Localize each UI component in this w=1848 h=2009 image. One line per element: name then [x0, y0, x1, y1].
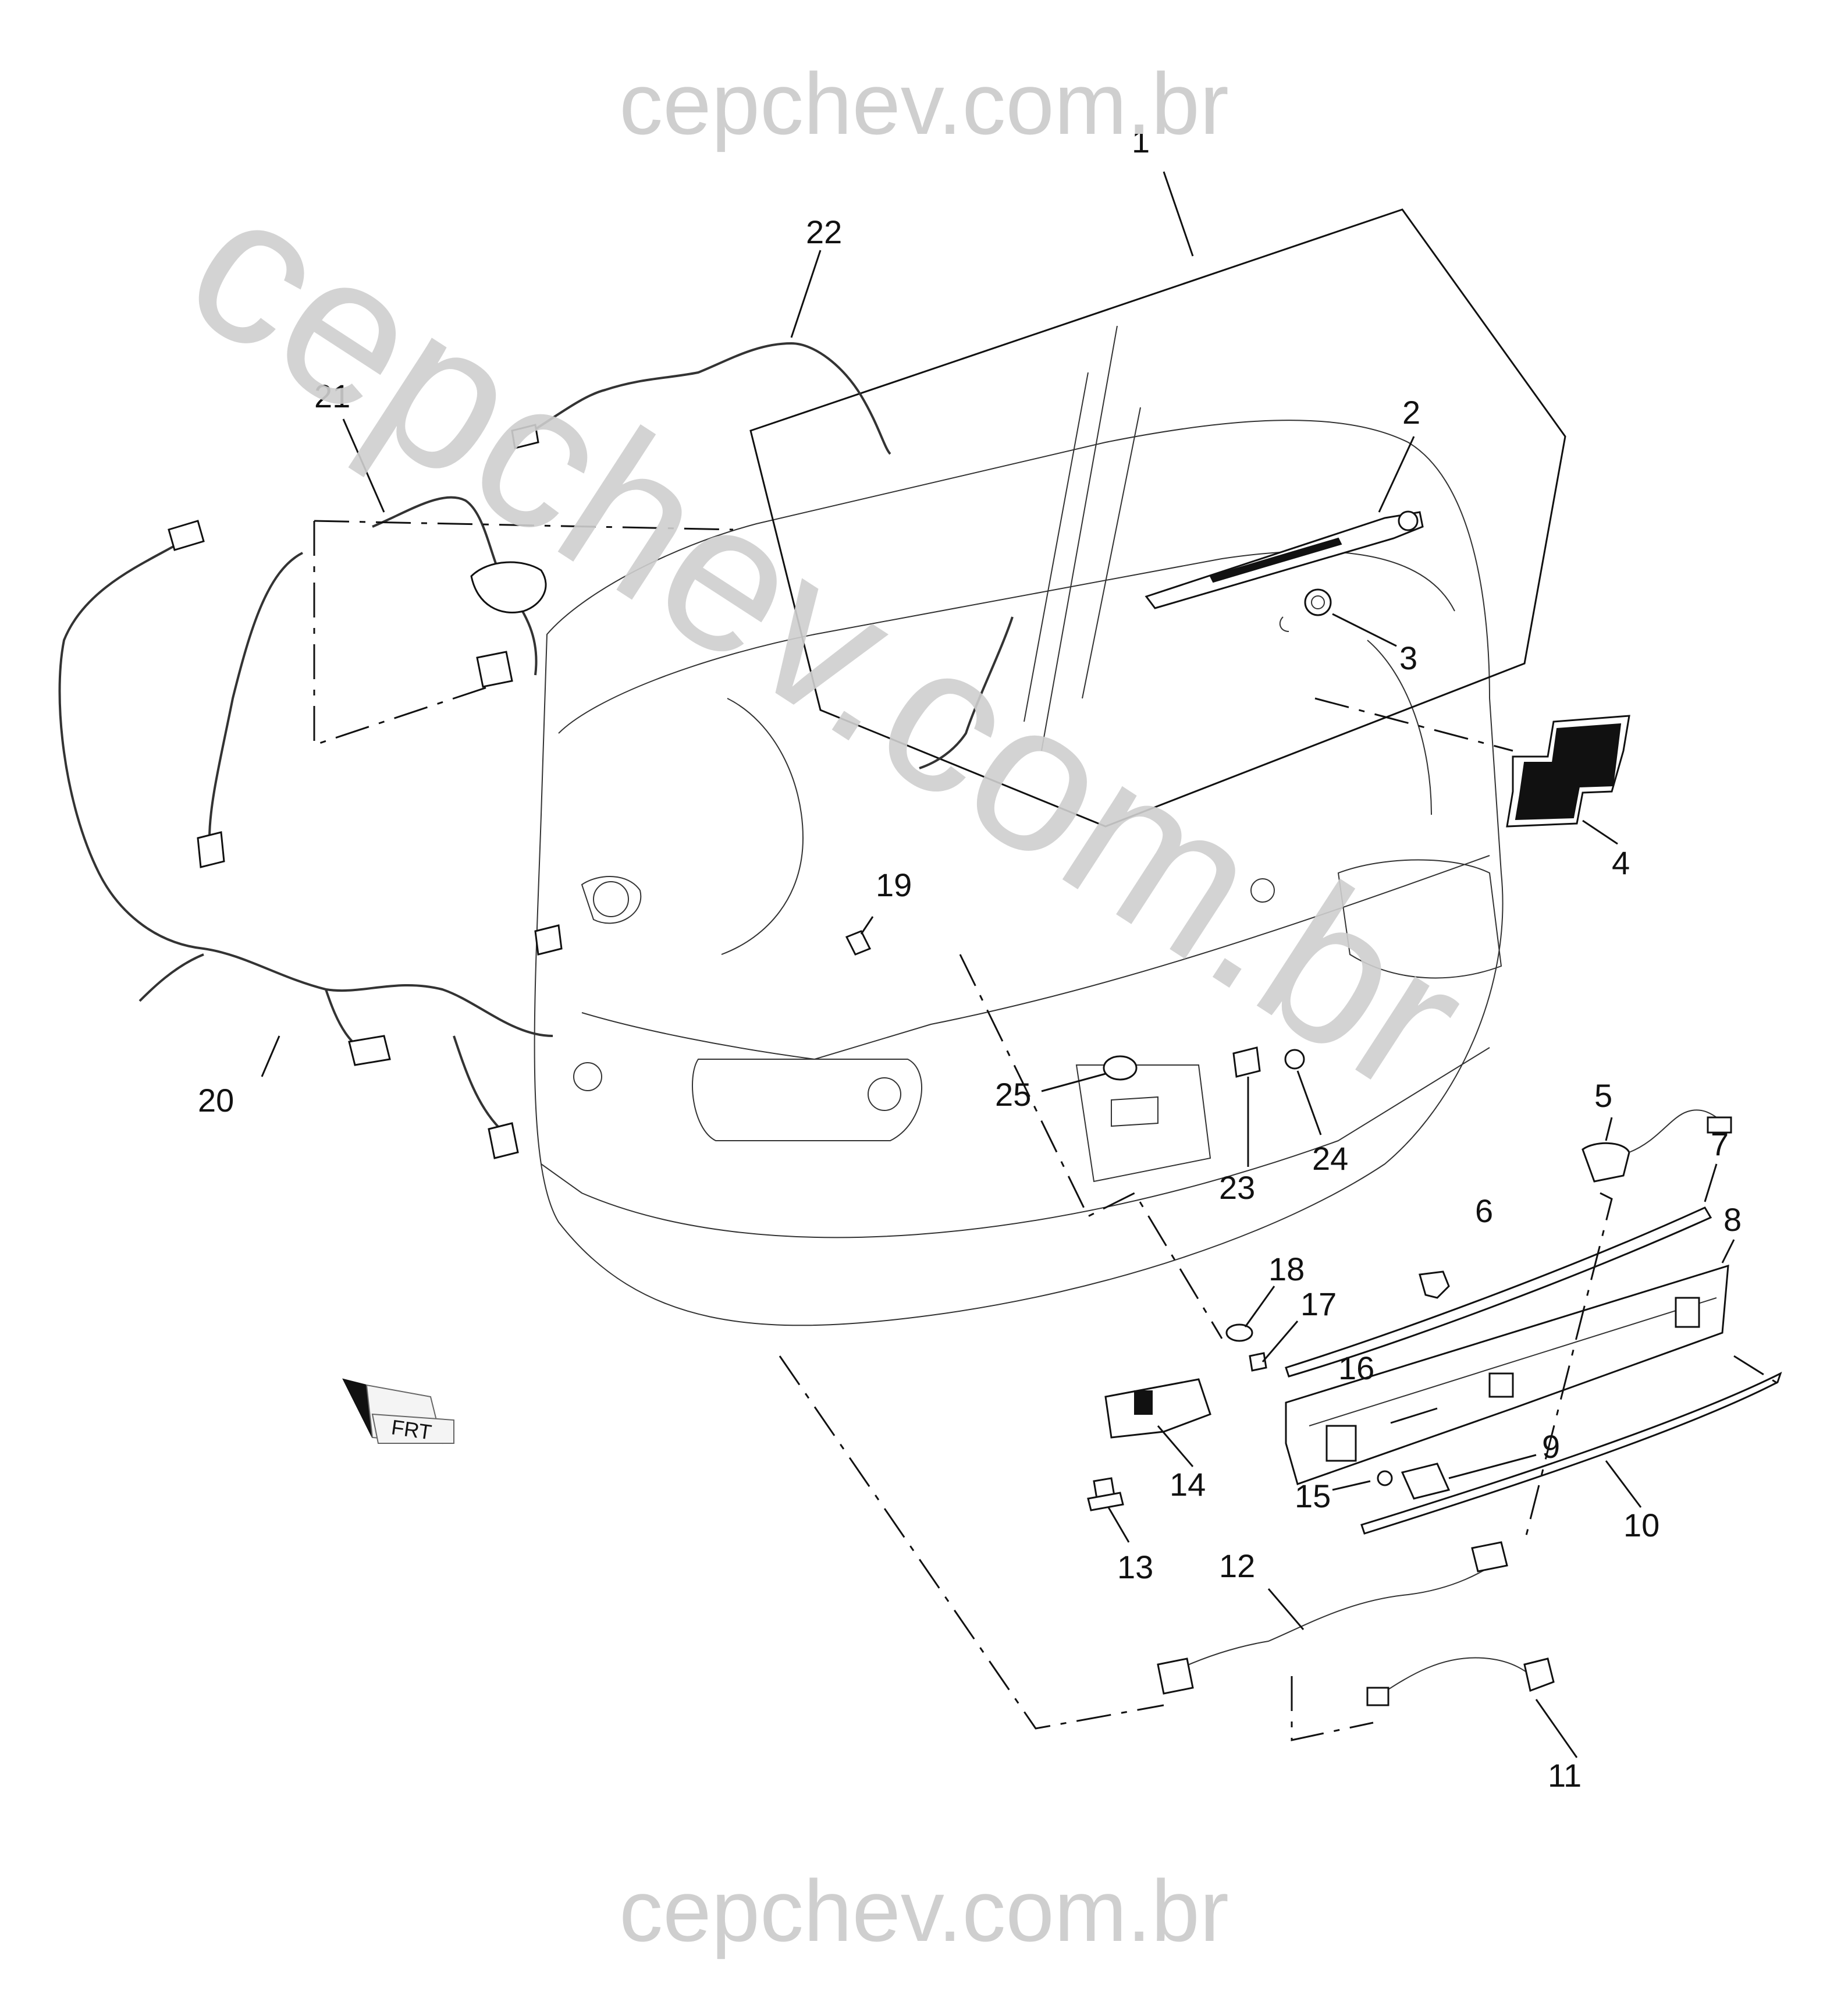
- callout-labels: 1 2 3 4 5 6 7 8 9 10 11 12 13 14 15 16 1…: [198, 123, 1742, 1794]
- callout-4: 4: [1612, 844, 1630, 881]
- plug-25: [1103, 1055, 1138, 1081]
- applique-clip: [1419, 1270, 1450, 1299]
- garnish-seal-upper: [1285, 1206, 1712, 1378]
- callout-13: 13: [1117, 1549, 1153, 1585]
- latch-bolt: [1087, 1477, 1124, 1511]
- callout-19: 19: [876, 867, 912, 903]
- callout-7: 7: [1711, 1126, 1729, 1162]
- liftgate-body: [534, 420, 1504, 1326]
- callout-1: 1: [1132, 123, 1150, 159]
- liftgate-applique: [1285, 1264, 1729, 1485]
- nut-24: [1284, 1049, 1305, 1070]
- frt-label: FRT: [390, 1415, 433, 1444]
- callout-21: 21: [314, 378, 350, 414]
- fastener-17: [1249, 1352, 1267, 1372]
- callout-3: 3: [1399, 640, 1417, 676]
- callout-8: 8: [1723, 1201, 1742, 1238]
- latch-harness: [1157, 1541, 1555, 1706]
- liftgate-harness-20: [58, 520, 563, 1159]
- callout-22: 22: [806, 214, 842, 250]
- callout-20: 20: [198, 1082, 234, 1119]
- front-orientation-marker: FRT: [342, 1378, 454, 1444]
- watermarks: cepchev.com.br cepchev.com.br cepchev.co…: [150, 55, 1505, 1960]
- wiper-arm-nut: [1279, 588, 1332, 632]
- callout-5: 5: [1594, 1077, 1612, 1114]
- bumper-18: [1225, 1323, 1253, 1342]
- callout-24: 24: [1312, 1140, 1348, 1177]
- callout-16: 16: [1338, 1350, 1374, 1386]
- callout-25: 25: [995, 1076, 1031, 1113]
- callout-10: 10: [1623, 1507, 1659, 1543]
- callout-6: 6: [1475, 1192, 1493, 1229]
- callout-18: 18: [1268, 1251, 1305, 1287]
- reference-lines: [313, 520, 1781, 1741]
- watermark-bottom: cepchev.com.br: [619, 1862, 1229, 1960]
- rear-wiper-arm: [1145, 510, 1424, 609]
- callout-12: 12: [1219, 1547, 1255, 1584]
- callout-15: 15: [1295, 1478, 1331, 1514]
- garnish-seal-lower: [1360, 1372, 1782, 1535]
- bracket-23: [1232, 1046, 1261, 1078]
- watermark-top: cepchev.com.br: [619, 55, 1229, 152]
- clip-19: [845, 930, 872, 956]
- callout-23: 23: [1219, 1169, 1255, 1206]
- liftgate-harness-22: [511, 342, 1014, 769]
- liftgate-harness-21: [197, 496, 547, 868]
- callout-2: 2: [1402, 394, 1420, 431]
- watermark-diagonal: cepchev.com.br: [150, 144, 1505, 1138]
- chevrolet-emblem: [1506, 715, 1630, 828]
- rear-window-glass: [749, 208, 1566, 828]
- rear-lamp-assembly: [1582, 1109, 1732, 1183]
- callout-9: 9: [1542, 1428, 1560, 1465]
- callout-leaders: [261, 171, 1735, 1758]
- callout-17: 17: [1300, 1286, 1337, 1322]
- liftgate-latch: [1104, 1378, 1211, 1439]
- callout-14: 14: [1170, 1466, 1206, 1503]
- license-lamp: [1377, 1463, 1451, 1500]
- callout-11: 11: [1548, 1757, 1582, 1794]
